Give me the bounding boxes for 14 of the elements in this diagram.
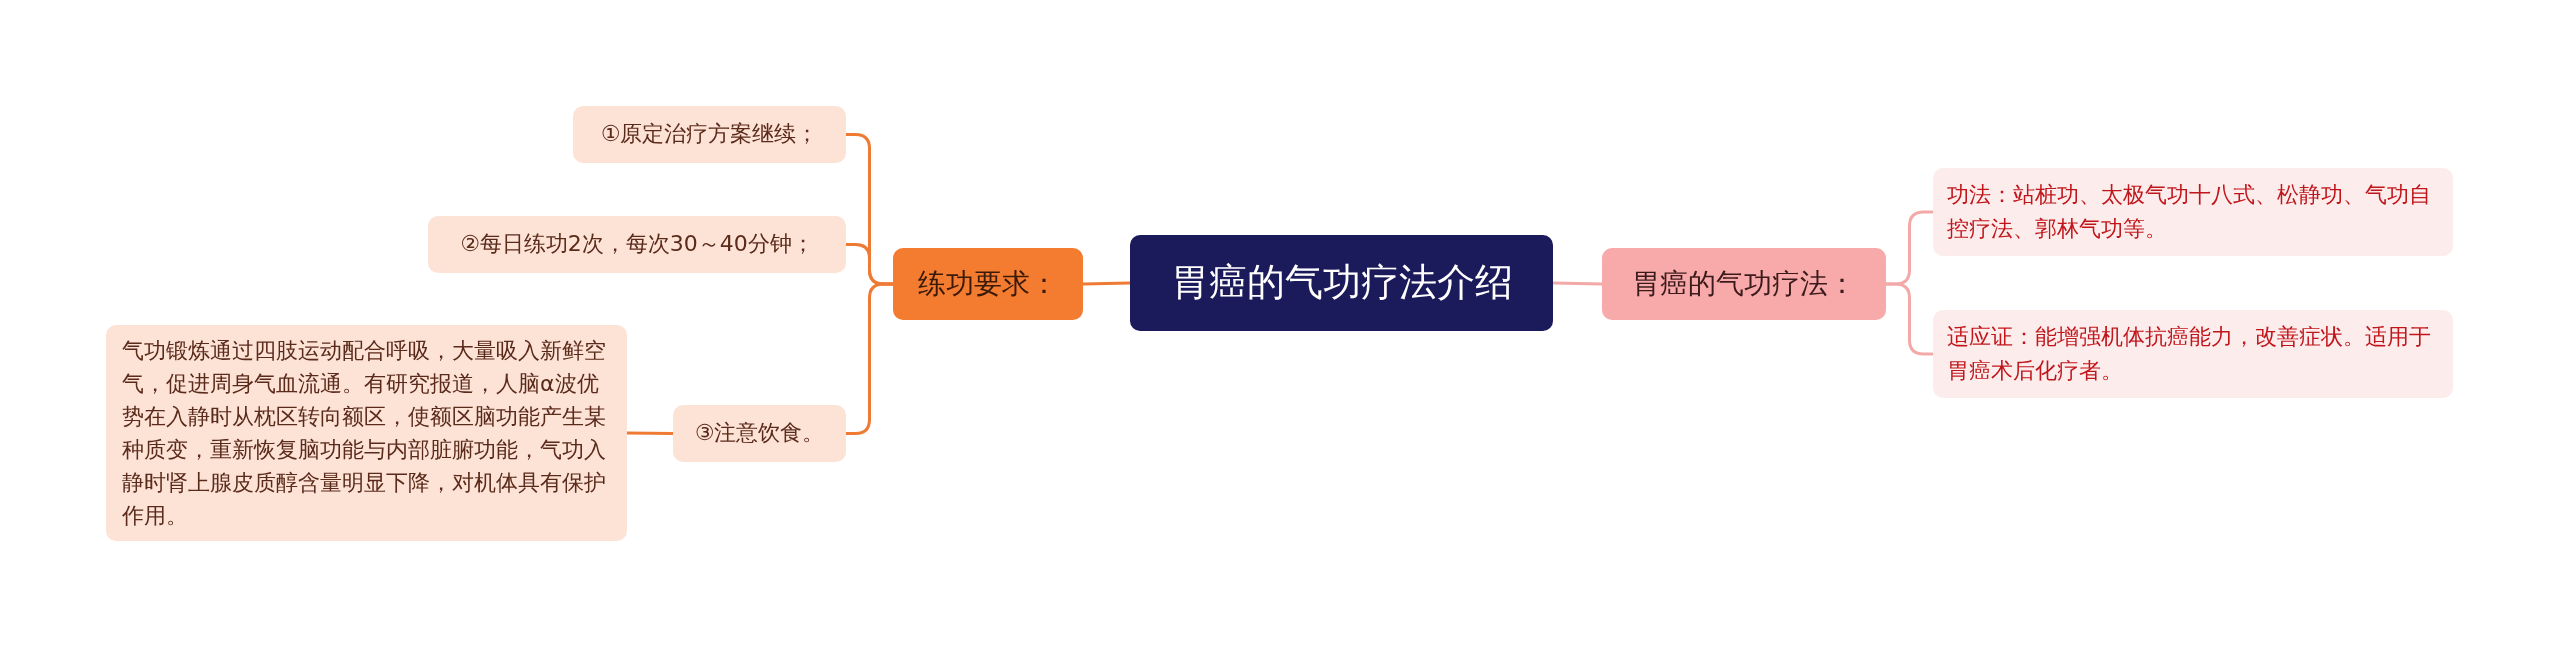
connector-line <box>627 431 673 435</box>
leaf-box: ②每日练功2次，每次30～40分钟； <box>428 216 846 273</box>
connector-line <box>1552 281 1603 286</box>
branch-box: 练功要求： <box>893 248 1083 320</box>
branch-box: 胃癌的气功疗法： <box>1602 248 1886 320</box>
leaf-box: ③注意饮食。 <box>673 405 846 462</box>
note-box: 气功锻炼通过四肢运动配合呼吸，大量吸入新鲜空气，促进周身气血流通。有研究报道，人脑α波优势在入静时从枕区转向额区，使额区脑功能产生某种质变，重新恢复脑功能与内部脏腑功能，气功入静时肾上腺皮质醇含量明显下降，对机体具有保护作用。 <box>106 325 627 541</box>
connector-line <box>846 282 893 435</box>
connector-line <box>1886 282 1933 356</box>
central-topic-box: 胃癌的气功疗法介绍 <box>1130 235 1553 331</box>
leaf-box: 功法：站桩功、太极气功十八式、松静功、气功自控疗法、郭林气功等。 <box>1933 168 2453 256</box>
leaf-box: 适应证：能增强机体抗癌能力，改善症状。适用于胃癌术后化疗者。 <box>1933 310 2453 398</box>
leaf-box: ①原定治疗方案继续； <box>573 106 846 163</box>
connector-line <box>1082 281 1131 286</box>
